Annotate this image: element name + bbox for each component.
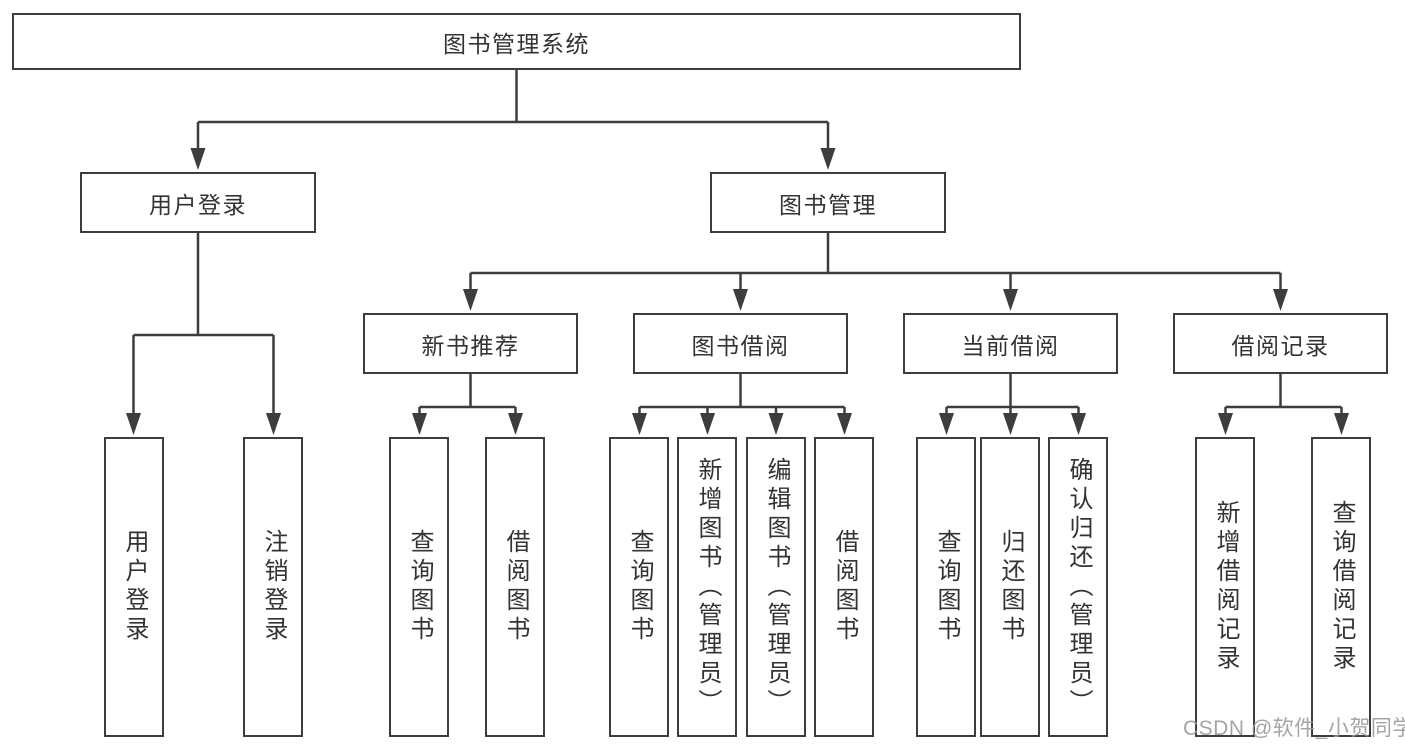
- leaf-edit-book-admin-label: 编辑图书（管理员）: [763, 456, 790, 718]
- leaf-return-book: 归还图书: [980, 437, 1040, 737]
- node-user-login: 用户登录: [80, 172, 316, 233]
- leaf-user-login-label: 用户登录: [121, 529, 148, 645]
- node-new-book-recommend: 新书推荐: [363, 313, 578, 374]
- node-borrow-records-label: 借阅记录: [1231, 332, 1330, 359]
- node-borrow-records: 借阅记录: [1173, 313, 1388, 374]
- leaf-confirm-return-admin-label: 确认归还（管理员）: [1065, 456, 1092, 718]
- node-book-management-label: 图书管理: [779, 191, 877, 218]
- csdn-watermark: CSDN @软件_小贺同学: [1183, 717, 1405, 740]
- leaf-logout: 注销登录: [243, 437, 303, 737]
- leaf-query-books-3-label: 查询图书: [933, 529, 960, 645]
- leaf-add-book-admin-label: 新增图书（管理员）: [694, 456, 721, 718]
- leaf-confirm-return-admin: 确认归还（管理员）: [1048, 437, 1108, 737]
- leaf-query-borrow-record-label: 查询借阅记录: [1328, 500, 1355, 674]
- node-root: 图书管理系统: [12, 13, 1021, 70]
- leaf-query-books-1-label: 查询图书: [406, 529, 433, 645]
- node-book-borrow: 图书借阅: [633, 313, 848, 374]
- leaf-borrow-books-2: 借阅图书: [814, 437, 874, 737]
- node-root-label: 图书管理系统: [443, 30, 590, 57]
- leaf-add-book-admin: 新增图书（管理员）: [677, 437, 737, 737]
- leaf-user-login: 用户登录: [104, 437, 164, 737]
- leaf-borrow-books-1-label: 借阅图书: [502, 529, 529, 645]
- leaf-edit-book-admin: 编辑图书（管理员）: [746, 437, 806, 737]
- node-current-borrow-label: 当前借阅: [961, 332, 1060, 359]
- node-book-management: 图书管理: [710, 172, 946, 233]
- leaf-borrow-books-2-label: 借阅图书: [831, 529, 858, 645]
- leaf-query-borrow-record: 查询借阅记录: [1311, 437, 1371, 737]
- leaf-borrow-books-1: 借阅图书: [485, 437, 545, 737]
- leaf-logout-label: 注销登录: [260, 529, 287, 645]
- node-book-borrow-label: 图书借阅: [691, 332, 790, 359]
- leaf-return-book-label: 归还图书: [997, 529, 1024, 645]
- node-current-borrow: 当前借阅: [903, 313, 1118, 374]
- leaf-add-borrow-record-label: 新增借阅记录: [1212, 500, 1239, 674]
- leaf-query-books-2-label: 查询图书: [626, 529, 653, 645]
- leaf-add-borrow-record: 新增借阅记录: [1195, 437, 1255, 737]
- leaf-query-books-1: 查询图书: [389, 437, 449, 737]
- node-user-login-label: 用户登录: [149, 191, 247, 218]
- leaf-query-books-2: 查询图书: [609, 437, 669, 737]
- leaf-query-books-3: 查询图书: [916, 437, 976, 737]
- node-new-book-recommend-label: 新书推荐: [421, 332, 520, 359]
